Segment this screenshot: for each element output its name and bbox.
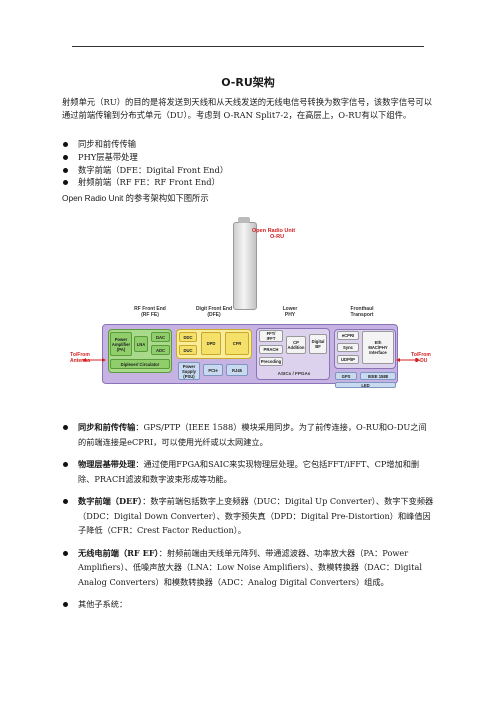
pa-block: Power Amplifier (PA) [110, 332, 132, 356]
list-item: 同步和前传传输：GPS/PTP（IEEE 1588）模块采用同步。为了前传连接，… [62, 420, 434, 449]
fft-block: FFT/ IFFT [259, 330, 283, 342]
page-title: O-RU架构 [221, 76, 275, 89]
detail-list: 同步和前传传输：GPS/PTP（IEEE 1588）模块采用同步。为了前传连接，… [62, 420, 434, 620]
sync-block: Sync [337, 343, 359, 352]
bullet-icon [63, 180, 68, 186]
digital-bf-block: Digital BF [309, 334, 327, 354]
list-item: 无线电前端（RF EF）：射频前端由天线单元阵列、带通滤波器、功率放大器（PA：… [62, 546, 434, 590]
list-item: 其他子系统： [62, 597, 434, 612]
bullet-icon [63, 425, 68, 430]
duplexer-block: Diplexer/ Circulator [110, 359, 170, 369]
pcie-block: PCIe [203, 364, 223, 376]
duc-block: DUC [179, 345, 197, 355]
cfr-block: CFR [225, 332, 249, 355]
lower-phy-label: Lower PHY [282, 306, 298, 318]
list-item: 数字前端（DFE：Digital Front End） [62, 164, 434, 177]
dac-block: DAC [151, 332, 170, 342]
cp-addition-block: CP Addition [286, 336, 306, 354]
list-item: PHY层基带处理 [62, 151, 434, 164]
ddc-block: DDC [179, 332, 197, 342]
list-item: 数字前端（DEF）：数字前端包括数字上变频器（DUC：Digital Up Co… [62, 494, 434, 538]
lna-block: LNA [134, 336, 148, 352]
list-item: 射频前端（RF FE：RF Front End） [62, 176, 434, 189]
bullet-icon [63, 142, 68, 147]
component-list: 同步和前传传输 PHY层基带处理 数字前端（DFE：Digital Front … [62, 138, 434, 189]
oru-architecture-diagram: Open Radio Unit O-RU RF Front End (RF FE… [62, 212, 440, 398]
bullet-icon [63, 167, 68, 173]
radio-unit-icon [233, 222, 257, 310]
oru-label: Open Radio Unit O-RU [252, 228, 296, 240]
antenna-io-label: To/From Antenna [70, 352, 90, 364]
odu-arrow-icon [396, 358, 420, 362]
list-item: 同步和前传传输 [62, 138, 434, 151]
bullet-icon [63, 602, 68, 607]
ecpri-block: eCPRI [337, 331, 359, 340]
radio-unit-bracket-icon [238, 217, 250, 223]
led-block: LED [335, 382, 396, 388]
udpip-block: UDP/IP [337, 355, 359, 364]
list-item: 物理层基带处理：通过使用FPGA和SAIC来实现物理层处理。它包括FFT/iFF… [62, 457, 434, 486]
precoding-block: Precoding [259, 357, 283, 366]
intro-paragraph: 射频单元（RU）的目的是将发送到天线和从天线发送的无线电信号转换为数字信号，该数… [62, 97, 433, 120]
rf-fe-label: RF Front End (RF FE) [134, 306, 166, 318]
header-rule [72, 46, 424, 47]
bullet-icon [63, 499, 68, 504]
dpd-block: DPD [201, 332, 221, 355]
bullet-icon [63, 154, 68, 160]
gps-block: GPS [335, 372, 357, 380]
rj45-block: RJ45 [226, 364, 248, 376]
antenna-arrow-icon [82, 358, 106, 362]
bullet-icon [63, 550, 68, 556]
ieee1588-block: IEEE 1588 [360, 372, 396, 380]
fronthaul-label: Fronthaul Transport [350, 306, 374, 318]
prach-block: PRACH [259, 345, 283, 354]
bullet-icon [63, 462, 68, 467]
dfe-label: Digit Front End (DFE) [195, 306, 233, 318]
adc-block: ADC [151, 345, 170, 355]
psu-block: Power Supply (PSU) [178, 362, 200, 380]
odu-io-label: To/From O-DU [411, 352, 431, 364]
asic-fpga-label: ASICs / FPGAs [277, 371, 311, 376]
eth-interface-block: Eth MAC/PHY Interface [362, 331, 394, 364]
figure-caption: Open Radio Unit 的参考架构如下图所示 [62, 193, 209, 203]
